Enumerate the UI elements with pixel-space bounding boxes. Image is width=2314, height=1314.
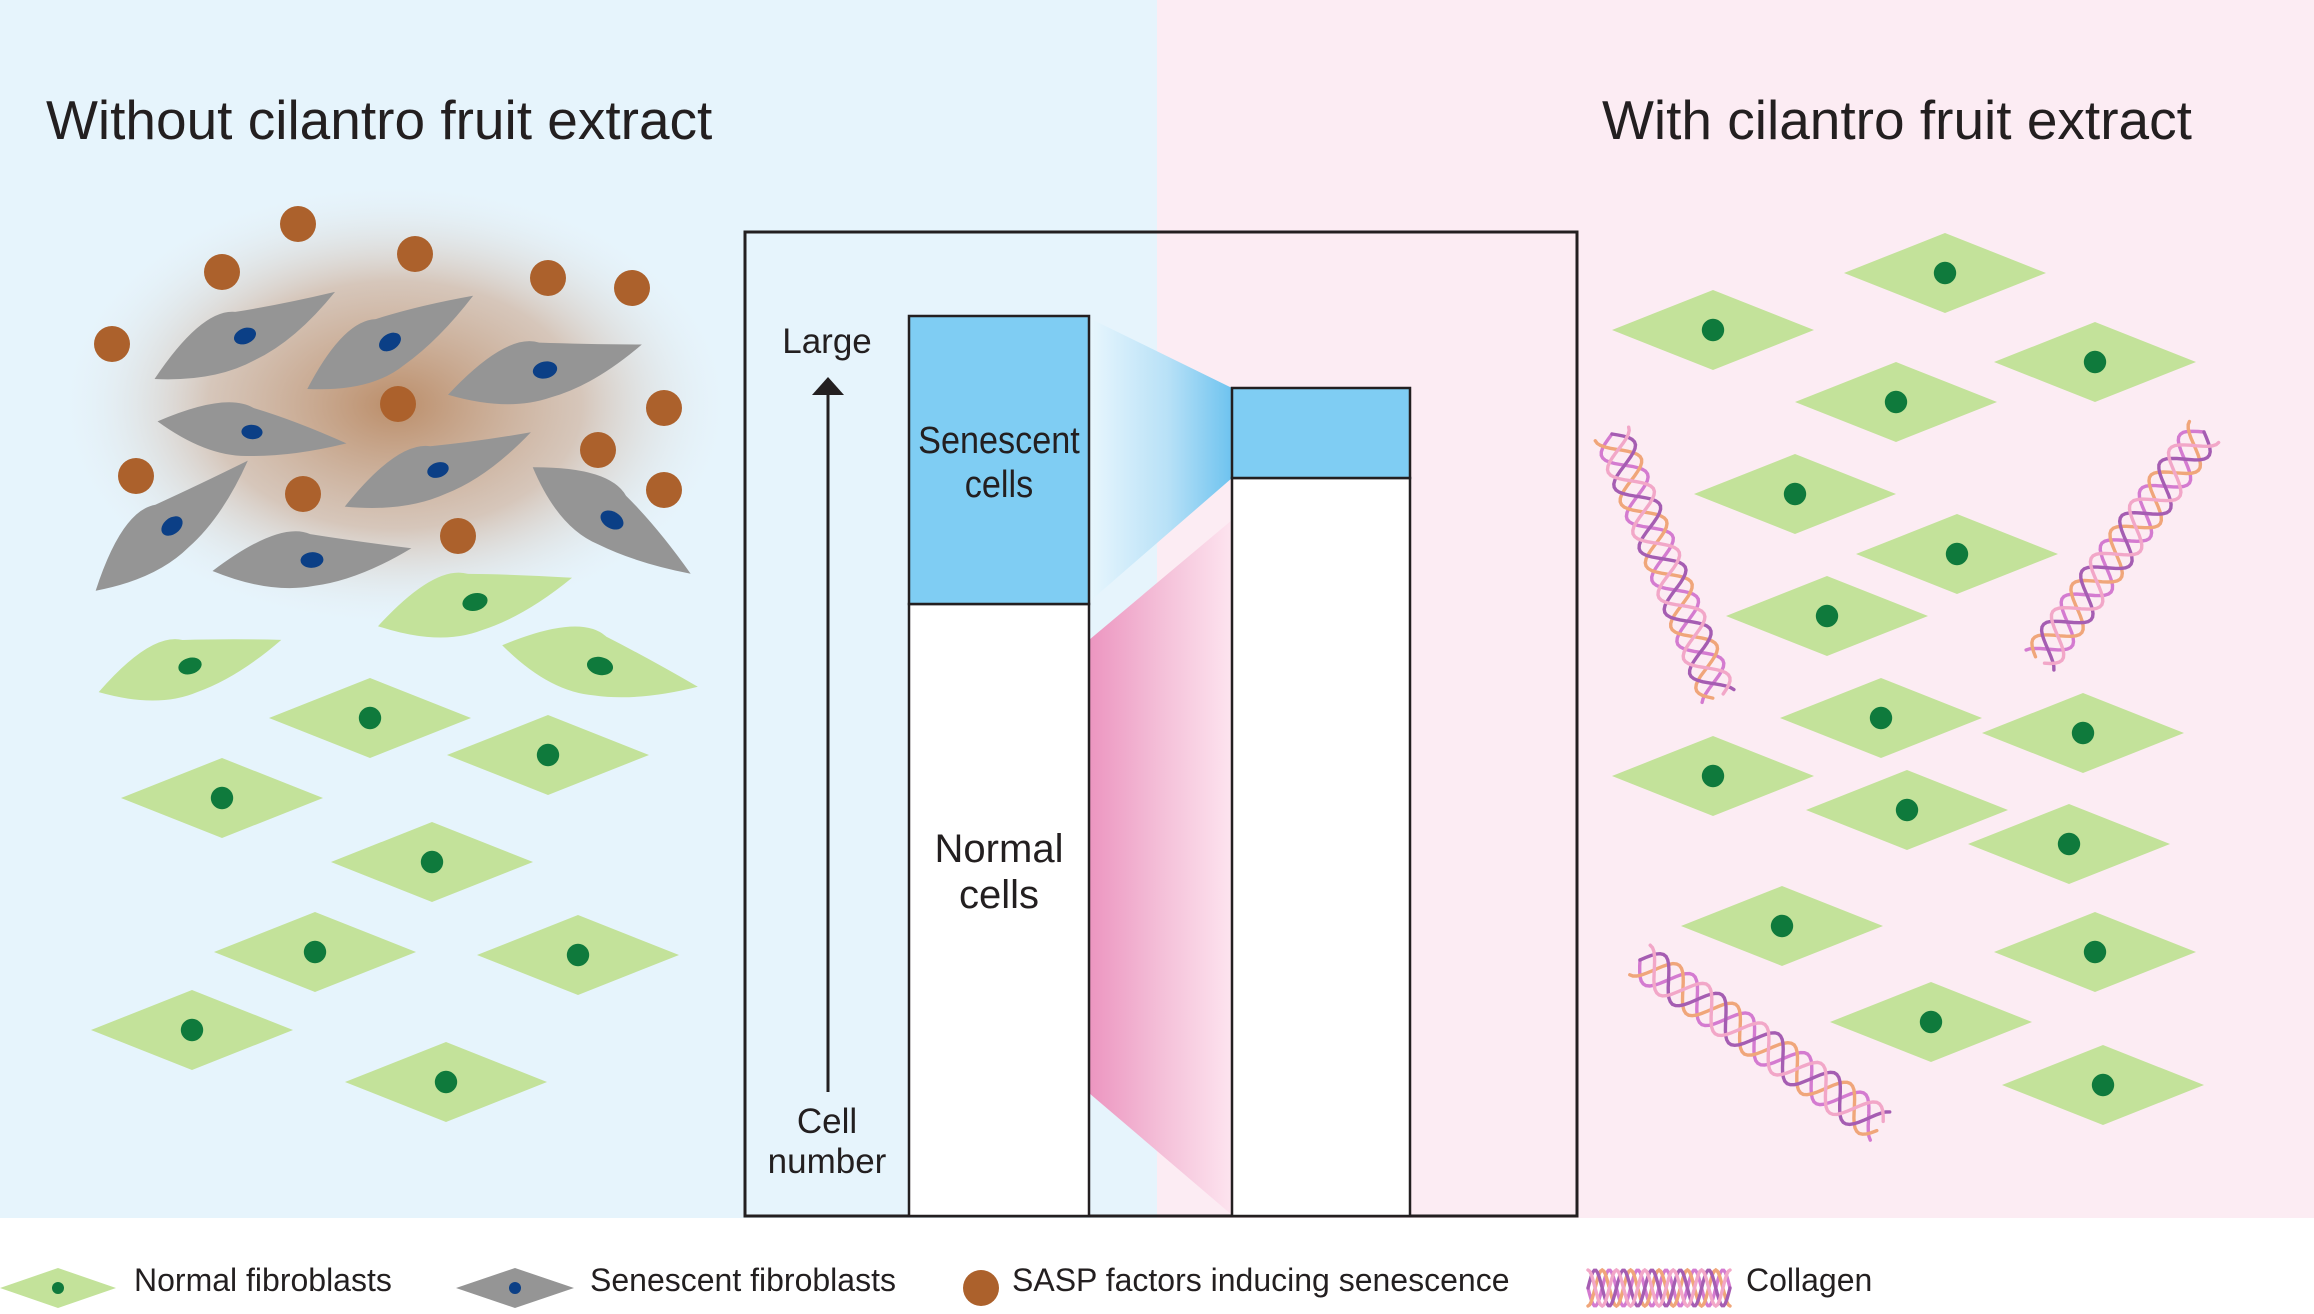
normal-fibroblast — [502, 626, 698, 698]
cell-number-chart — [743, 230, 1579, 1218]
sasp-factor — [285, 476, 321, 512]
normal-fibroblast — [1968, 804, 2170, 884]
sasp-factor — [646, 390, 682, 426]
bar-right-normal — [1230, 476, 1412, 1218]
normal-fibroblast — [377, 572, 573, 638]
collagen-fiber — [1628, 943, 1892, 1142]
normal-fibroblast — [1982, 693, 2184, 773]
sasp-factors — [94, 206, 682, 554]
normal-fibroblast — [121, 758, 323, 838]
normal-fibroblast — [1856, 514, 2058, 594]
normal-fibroblast — [477, 915, 679, 995]
senescent-fibroblast — [532, 467, 691, 574]
collagen-fiber — [1593, 425, 1736, 705]
sasp-factor — [440, 518, 476, 554]
senescent-fibroblast — [307, 295, 474, 390]
sasp-factor — [94, 326, 130, 362]
senescent-fibroblast — [154, 291, 336, 380]
senescent-fibroblast — [448, 341, 642, 405]
normal-fibroblast — [1994, 322, 2196, 402]
legend-icons — [0, 1267, 1732, 1309]
sasp-factor — [204, 254, 240, 290]
sasp-factor — [118, 458, 154, 494]
senescent-fibroblast — [344, 432, 531, 508]
bar-left-normal — [907, 602, 1091, 1218]
normal-cells-left — [91, 572, 698, 1122]
senescent-fibroblast-icon — [456, 1268, 574, 1308]
normal-fibroblast — [1694, 454, 1896, 534]
normal-fibroblast — [1780, 678, 1982, 758]
normal-fibroblast — [1612, 290, 1814, 370]
legend-collagen: Collagen — [1746, 1262, 1873, 1298]
senescent-cells-label: Senescent cells — [918, 420, 1080, 506]
bar-right-senescent — [1230, 386, 1412, 480]
normal-fibroblast — [345, 1042, 547, 1122]
normal-fibroblast — [1795, 362, 1997, 442]
normal-fibroblast — [91, 990, 293, 1070]
normal-fibroblast — [2002, 1045, 2204, 1125]
sasp-factor-icon — [963, 1270, 999, 1306]
y-axis-top-label: Large — [782, 322, 872, 361]
senescent-fibroblast — [95, 460, 248, 591]
arrow-head-icon — [812, 377, 844, 395]
sasp-factor — [397, 236, 433, 272]
legend-sasp-factors: SASP factors inducing senescence — [1012, 1262, 1510, 1298]
senescent-cells — [95, 291, 691, 591]
title-with-extract: With cilantro fruit extract — [1602, 89, 2192, 151]
normal-fibroblast — [1994, 912, 2196, 992]
normal-fibroblast — [214, 912, 416, 992]
normal-fibroblast — [1844, 233, 2046, 313]
normal-fibroblast — [447, 715, 649, 795]
normal-flow — [1089, 520, 1232, 1215]
y-axis-label: Cell number — [767, 1102, 887, 1182]
normal-fibroblast — [331, 822, 533, 902]
senescent-fibroblast — [157, 402, 347, 456]
legend-senescent-fibroblasts: Senescent fibroblasts — [590, 1262, 896, 1298]
sasp-factor — [646, 472, 682, 508]
senescent-fibroblast — [212, 531, 412, 589]
sasp-factor — [580, 432, 616, 468]
collagen-fibers — [1593, 419, 2221, 1142]
collagen-fiber — [2024, 419, 2221, 672]
normal-fibroblast — [1612, 736, 1814, 816]
normal-fibroblast — [98, 639, 282, 701]
normal-fibroblast — [1830, 982, 2032, 1062]
title-without-extract: Without cilantro fruit extract — [46, 89, 713, 151]
normal-fibroblast — [1806, 770, 2008, 850]
normal-fibroblast-icon — [0, 1268, 116, 1308]
collagen-helix-icon — [1586, 1267, 1732, 1309]
legend-normal-fibroblasts: Normal fibroblasts — [134, 1262, 392, 1298]
sasp-factor — [530, 260, 566, 296]
normal-fibroblast — [1681, 886, 1883, 966]
senescent-flow — [1089, 318, 1232, 602]
normal-fibroblast — [269, 678, 471, 758]
normal-cells-label: Normal cells — [934, 827, 1064, 917]
bar-left-senescent — [907, 314, 1091, 606]
sasp-factor — [614, 270, 650, 306]
normal-cells-right — [1612, 233, 2204, 1125]
sasp-factor — [280, 206, 316, 242]
sasp-factor — [380, 386, 416, 422]
normal-fibroblast — [1726, 576, 1928, 656]
